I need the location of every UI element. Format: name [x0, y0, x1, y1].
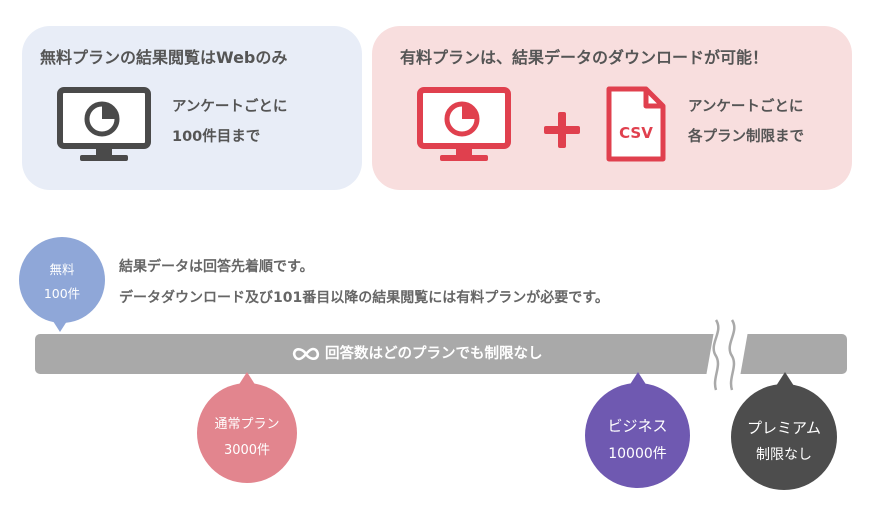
paid-plan-line1: アンケートごとに — [688, 99, 804, 115]
free-plan-card: 無料プランの結果閲覧はWebのみ アンケートごとに 100件目まで — [22, 26, 362, 190]
paid-plan-card: 有料プランは、結果データのダウンロードが可能！ CSV アンケートごとに 各プラ… — [372, 26, 852, 190]
paid-plan-description: アンケートごとに 各プラン制限まで — [688, 92, 804, 152]
standard-plan-pointer — [238, 372, 256, 386]
note-first-come: 結果データは回答先着順です。 — [119, 259, 314, 275]
response-limit-label: 回答数はどのプランでも制限なし — [325, 346, 543, 362]
business-plan-pointer — [629, 372, 647, 386]
free-plan-bubble: 無料 100件 — [19, 237, 105, 323]
free-plan-description: アンケートごとに 100件目まで — [172, 92, 287, 152]
scale-break-icon — [712, 319, 736, 391]
business-plan-bubble: ビジネス 10000件 — [585, 383, 690, 488]
free-plan-name: 無料 — [49, 262, 75, 277]
premium-plan-pointer — [776, 372, 794, 386]
paid-plan-line2: 各プラン制限まで — [688, 129, 804, 145]
monitor-pie-chart-icon — [57, 87, 151, 161]
free-plan-limit: 100件 — [43, 286, 81, 301]
monitor-pie-chart-icon — [417, 87, 511, 161]
free-plan-line2: 100件目まで — [172, 129, 261, 145]
standard-plan-limit: 3000件 — [223, 443, 271, 458]
standard-plan-name: 通常プラン — [214, 417, 280, 432]
infinity-icon — [292, 347, 320, 361]
business-plan-name: ビジネス — [607, 417, 668, 435]
premium-plan-name: プレミアム — [747, 419, 821, 437]
business-plan-limit: 10000件 — [608, 446, 667, 462]
paid-plan-title: 有料プランは、結果データのダウンロードが可能！ — [400, 48, 769, 67]
csv-file-icon: CSV — [606, 86, 666, 162]
plus-icon — [544, 112, 580, 148]
premium-plan-bubble: プレミアム 制限なし — [731, 384, 837, 490]
csv-label: CSV — [619, 124, 653, 142]
free-plan-line1: アンケートごとに — [172, 99, 288, 115]
note-paid-required: データダウンロード及び101番目以降の結果閲覧には有料プランが必要です。 — [119, 290, 609, 306]
premium-plan-limit: 制限なし — [756, 447, 812, 463]
free-plan-pointer — [51, 318, 69, 332]
standard-plan-bubble: 通常プラン 3000件 — [197, 383, 297, 483]
free-plan-title: 無料プランの結果閲覧はWebのみ — [40, 48, 288, 67]
